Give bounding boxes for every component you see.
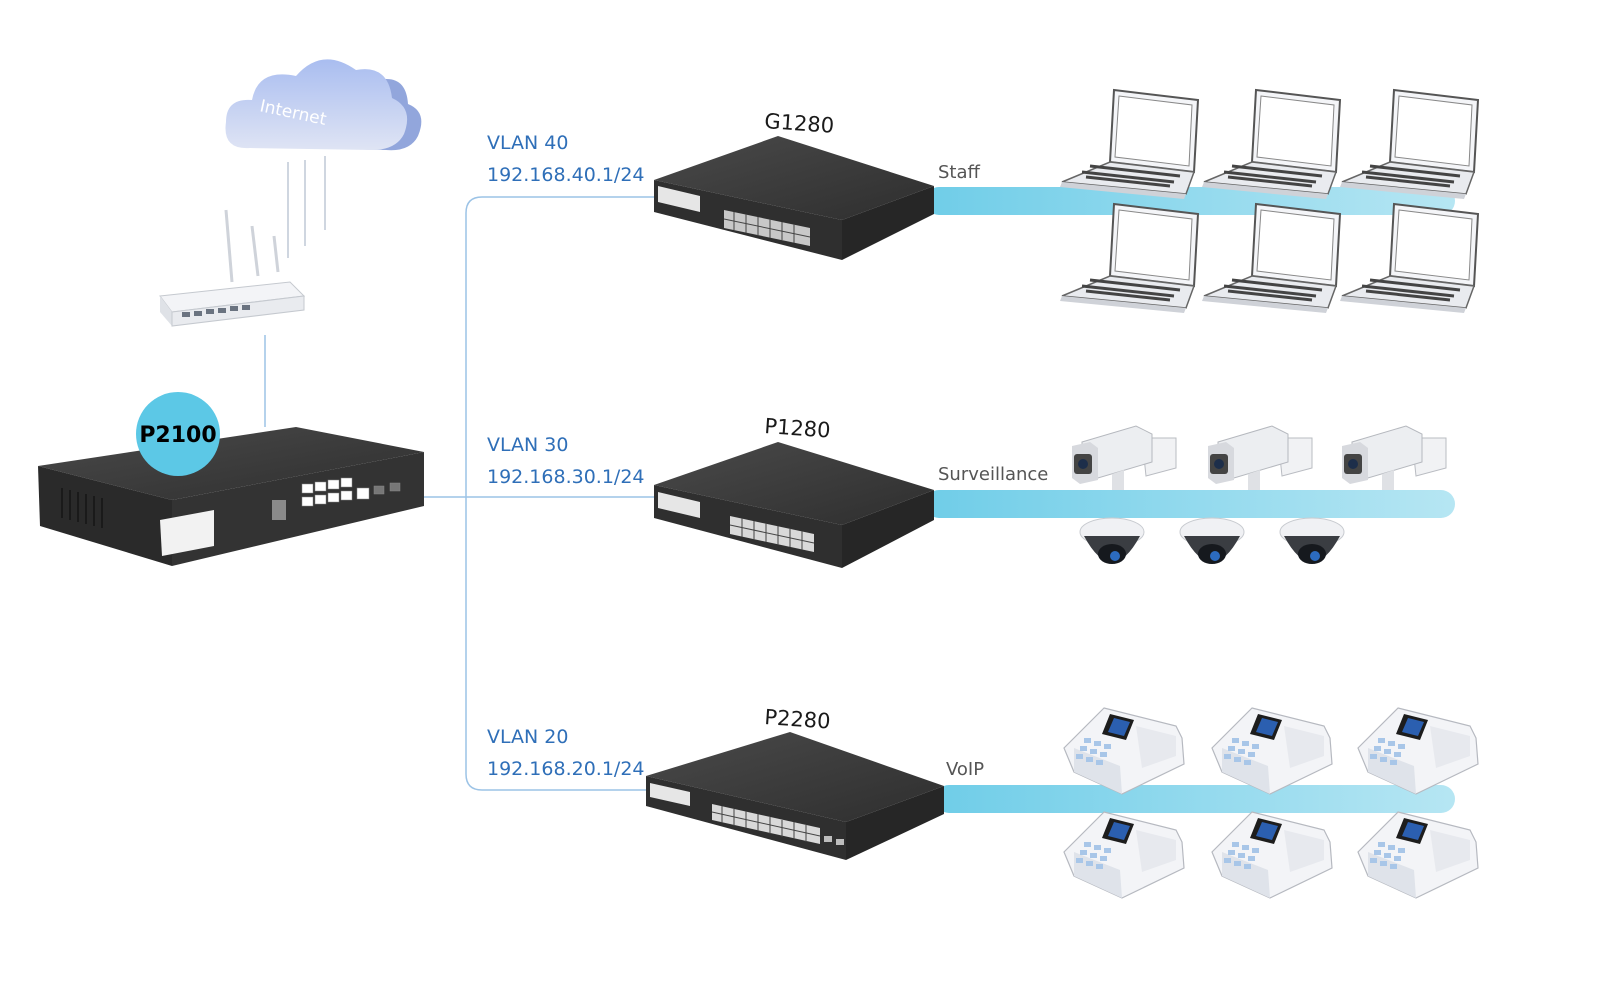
- vlan-30-subnet: 192.168.30.1/24: [487, 466, 645, 488]
- core-badge: [136, 392, 220, 476]
- vlan-40-group: VLAN 40 192.168.40.1/24 G1280 Staff: [487, 88, 1480, 315]
- vlan-40-label: VLAN 40: [487, 132, 568, 154]
- core-switch-label: P2100: [139, 423, 216, 448]
- vlan-trunk-line: [465, 196, 654, 791]
- core-ports: [301, 477, 401, 507]
- segment-bars: [925, 187, 1455, 813]
- internet-cloud: Internet: [225, 59, 422, 151]
- surveillance-segment-bar: [925, 490, 1455, 518]
- switch-p2280: [646, 732, 944, 860]
- vlan-20-label: VLAN 20: [487, 726, 568, 748]
- segment-staff-label: Staff: [938, 162, 981, 183]
- segment-voip-label: VoIP: [946, 759, 984, 780]
- uplink-lines: [264, 156, 654, 791]
- voip-segment-bar: [935, 785, 1455, 813]
- segment-surveillance-label: Surveillance: [938, 464, 1048, 485]
- vlan-20-group: VLAN 20 192.168.20.1/24 P2280 VoIP: [487, 705, 1479, 899]
- staff-segment-bar: [925, 187, 1455, 215]
- switch-g1280: [654, 136, 934, 260]
- switch-p1280: [654, 442, 934, 568]
- router-icon: [159, 209, 306, 327]
- switch-p2280-label: P2280: [764, 705, 832, 734]
- vlan-30-label: VLAN 30: [487, 434, 568, 456]
- vlan-40-subnet: 192.168.40.1/24: [487, 164, 645, 186]
- vlan-20-subnet: 192.168.20.1/24: [487, 758, 645, 780]
- switch-g1280-label: G1280: [764, 109, 835, 138]
- vlan-30-group: VLAN 30 192.168.30.1/24 P1280 Surveillan…: [487, 414, 1447, 568]
- core-switch: P2100: [38, 392, 424, 566]
- switch-p1280-label: P1280: [764, 414, 832, 443]
